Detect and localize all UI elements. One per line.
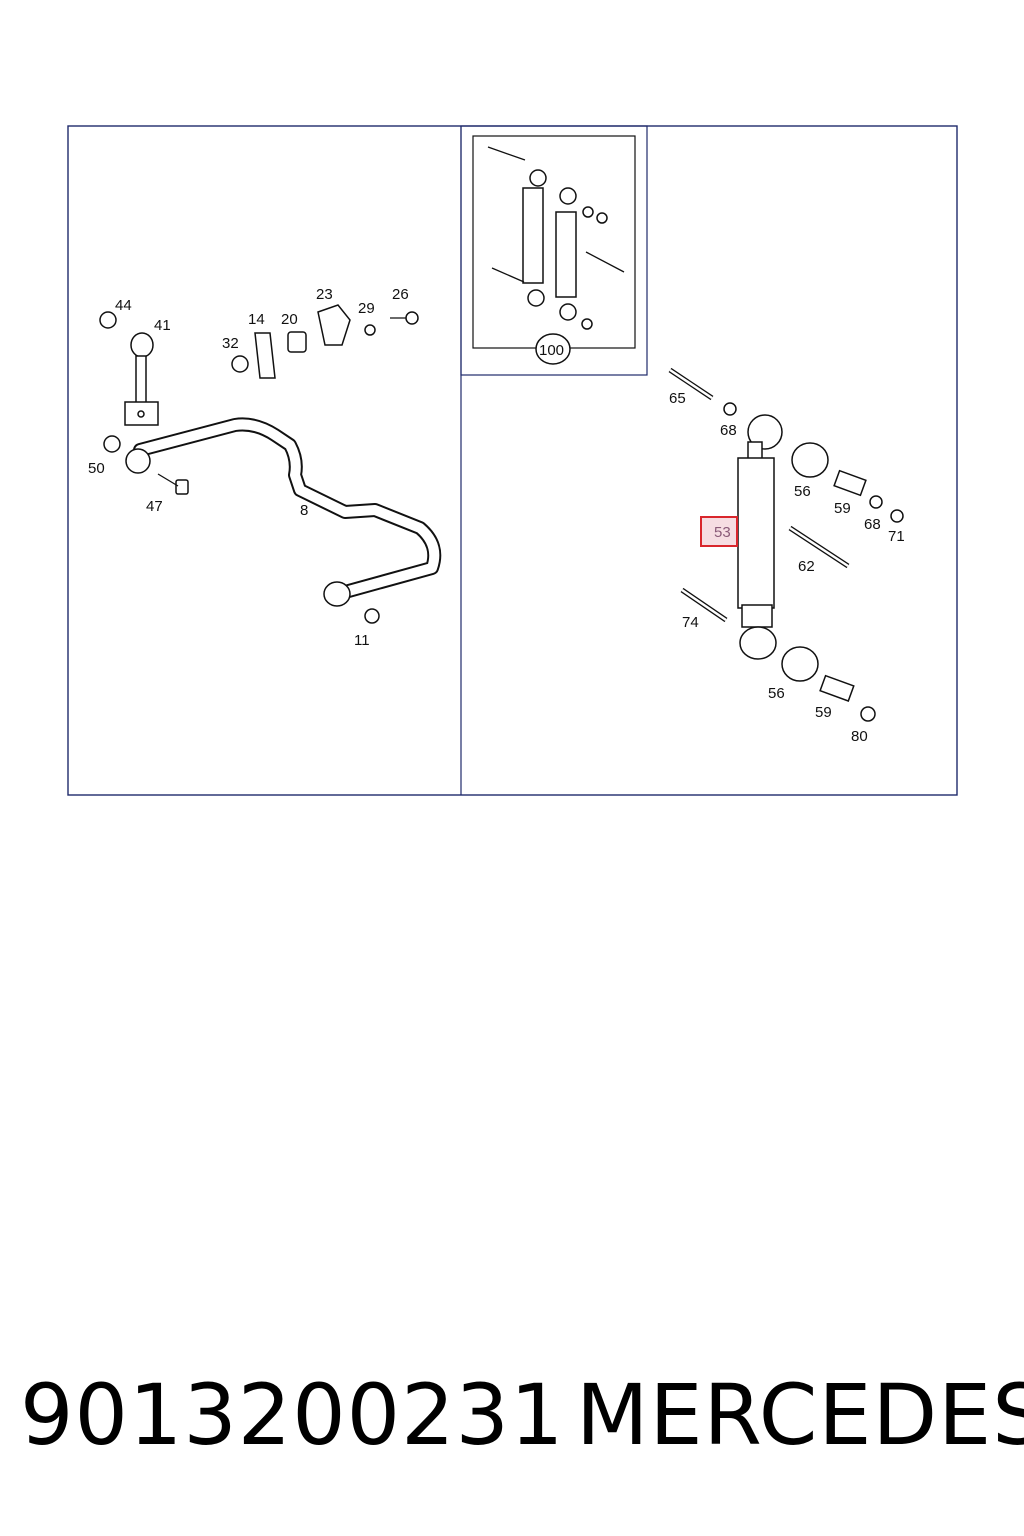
highlight-box [700, 516, 738, 547]
caption: 9013200231 MERCEDES [20, 1360, 1024, 1480]
shock-absorber-icon [487, 146, 625, 365]
callout-23: 23 [316, 286, 333, 303]
nut-icon [99, 311, 380, 624]
callout-80: 80 [851, 728, 868, 745]
callout-20: 20 [281, 311, 298, 328]
callout-65: 65 [669, 390, 686, 407]
callout-47: 47 [146, 498, 163, 515]
callout-41: 41 [154, 317, 171, 334]
callout-32: 32 [222, 335, 239, 352]
callout-59-bottom: 59 [815, 704, 832, 721]
diagram-frame [67, 125, 958, 796]
callout-100: 100 [539, 342, 564, 359]
stabilizer-bar-icon [133, 417, 442, 599]
bracket-icon [254, 304, 351, 379]
callout-29: 29 [358, 300, 375, 317]
callout-74: 74 [682, 614, 699, 631]
callout-50: 50 [88, 460, 105, 477]
callout-53: 53 [714, 524, 731, 541]
end-link-icon [124, 332, 159, 426]
callout-62: 62 [798, 558, 815, 575]
bushing-icon [125, 448, 351, 607]
callout-44: 44 [115, 297, 132, 314]
brand-name: MERCEDES [576, 1366, 1024, 1464]
callout-8: 8 [300, 502, 308, 519]
shock-absorber-main-icon [668, 367, 904, 722]
callout-68-top: 68 [720, 422, 737, 439]
callout-56-bottom: 56 [768, 685, 785, 702]
callout-11: 11 [354, 632, 370, 649]
callout-26: 26 [392, 286, 409, 303]
callout-59-top: 59 [834, 500, 851, 517]
callout-56-top: 56 [794, 483, 811, 500]
callout-14: 14 [248, 311, 265, 328]
part-number: 9013200231 [20, 1366, 565, 1464]
callout-71: 71 [888, 528, 905, 545]
parts-diagram: 44 41 14 20 23 29 26 32 50 47 8 11 100 6… [67, 125, 958, 796]
bolt-icon [157, 311, 419, 495]
callout-68-right: 68 [864, 516, 881, 533]
